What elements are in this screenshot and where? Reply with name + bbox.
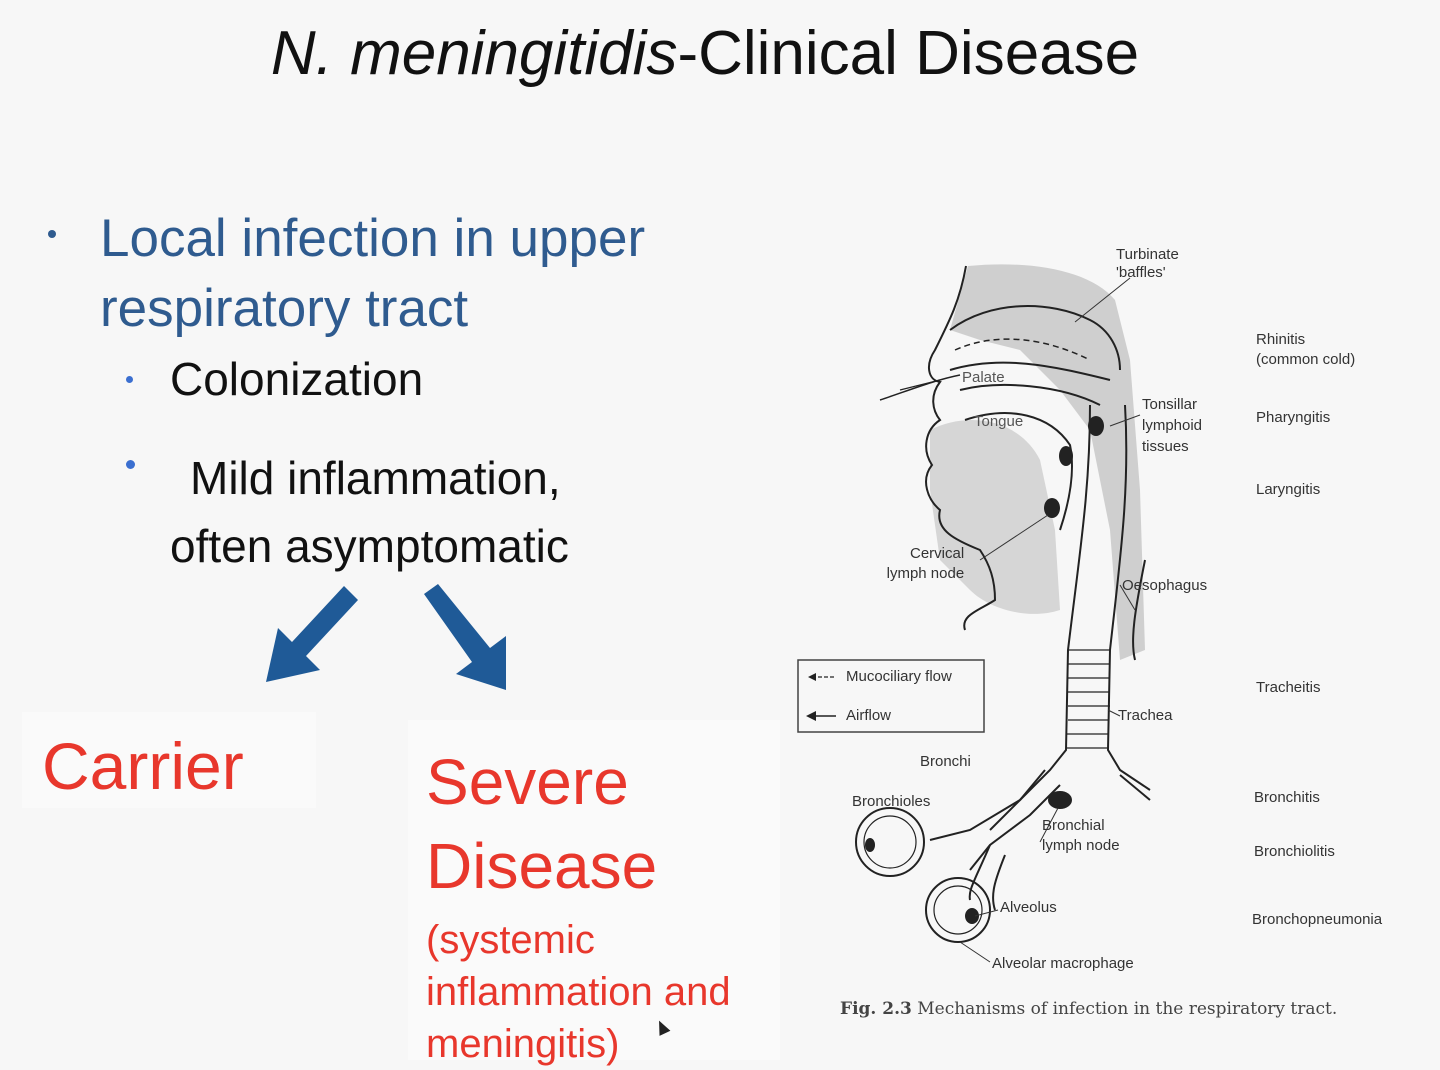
bullet-mild-inflammation: Mild inflammation, often asymptomatic [170,452,569,572]
bullet-dot-sub1 [126,376,133,383]
outcome-carrier: Carrier [42,729,244,803]
severe-line2: Disease [426,830,658,902]
label-tracheitis: Tracheitis [1256,679,1321,696]
label-alveolus: Alveolus [1000,899,1057,916]
bullet-dot-sub2 [126,460,135,469]
label-oesophagus: Oesophagus [1122,577,1208,594]
legend-airflow: Airflow [846,707,892,724]
label-laryngitis: Laryngitis [1256,481,1321,498]
label-palate: Palate [962,369,1005,386]
label-tongue: Tongue [974,413,1024,430]
label-bronchioles: Bronchioles [852,793,931,810]
label-trachea: Trachea [1118,707,1173,724]
respiratory-tract-illustration [797,264,1151,963]
slide-title: N. meningitidis-Clinical Disease [0,18,1410,89]
label-bronchi: Bronchi [920,753,971,770]
label-tonsillar: Tonsillar lymphoid tissues [1142,396,1203,455]
label-rhinitis: Rhinitis (common cold) [1256,331,1356,368]
severe-panel [408,720,780,1060]
caption-text: Mechanisms of infection in the respirato… [911,999,1338,1019]
bullet-colonization: Colonization [170,353,424,405]
outcome-severe: Severe Disease (systemic inflammation an… [426,740,786,1070]
label-cervical: Cervical lymph node [886,545,965,582]
carrier-panel [22,712,316,808]
arrow-down-left-icon [266,586,358,682]
caption-label: Fig. 2.3 [840,999,912,1019]
legend-mucociliary-flow: Mucociliary flow [846,668,952,685]
label-bronchopneumonia: Bronchopneumonia [1252,911,1383,928]
arrow-down-right-icon [424,584,506,690]
label-bronchitis: Bronchitis [1254,789,1320,806]
title-organism: N. meningitidis [270,19,678,88]
label-pharyngitis: Pharyngitis [1256,409,1331,426]
title-rest: -Clinical Disease [677,19,1140,88]
label-alveolar-macrophage: Alveolar macrophage [992,955,1134,972]
severe-line1: Severe [426,746,629,818]
bullet-dot-main [48,230,56,238]
respiratory-tract-figure: Turbinate 'baffles' Palate Tongue Tonsil… [790,230,1430,1030]
figure-caption: Fig. 2.3 Mechanisms of infection in the … [840,999,1337,1019]
label-bronchiolitis: Bronchiolitis [1254,843,1335,860]
branch-arrows [266,584,506,690]
label-turbinate: Turbinate 'baffles' [1116,246,1179,281]
severe-detail: (systemic inflammation and meningitis) [426,918,731,1066]
bullet-main: Local infection in upper respiratory tra… [100,209,646,338]
label-bronchial-lymph-node: Bronchial lymph node [1042,817,1120,854]
